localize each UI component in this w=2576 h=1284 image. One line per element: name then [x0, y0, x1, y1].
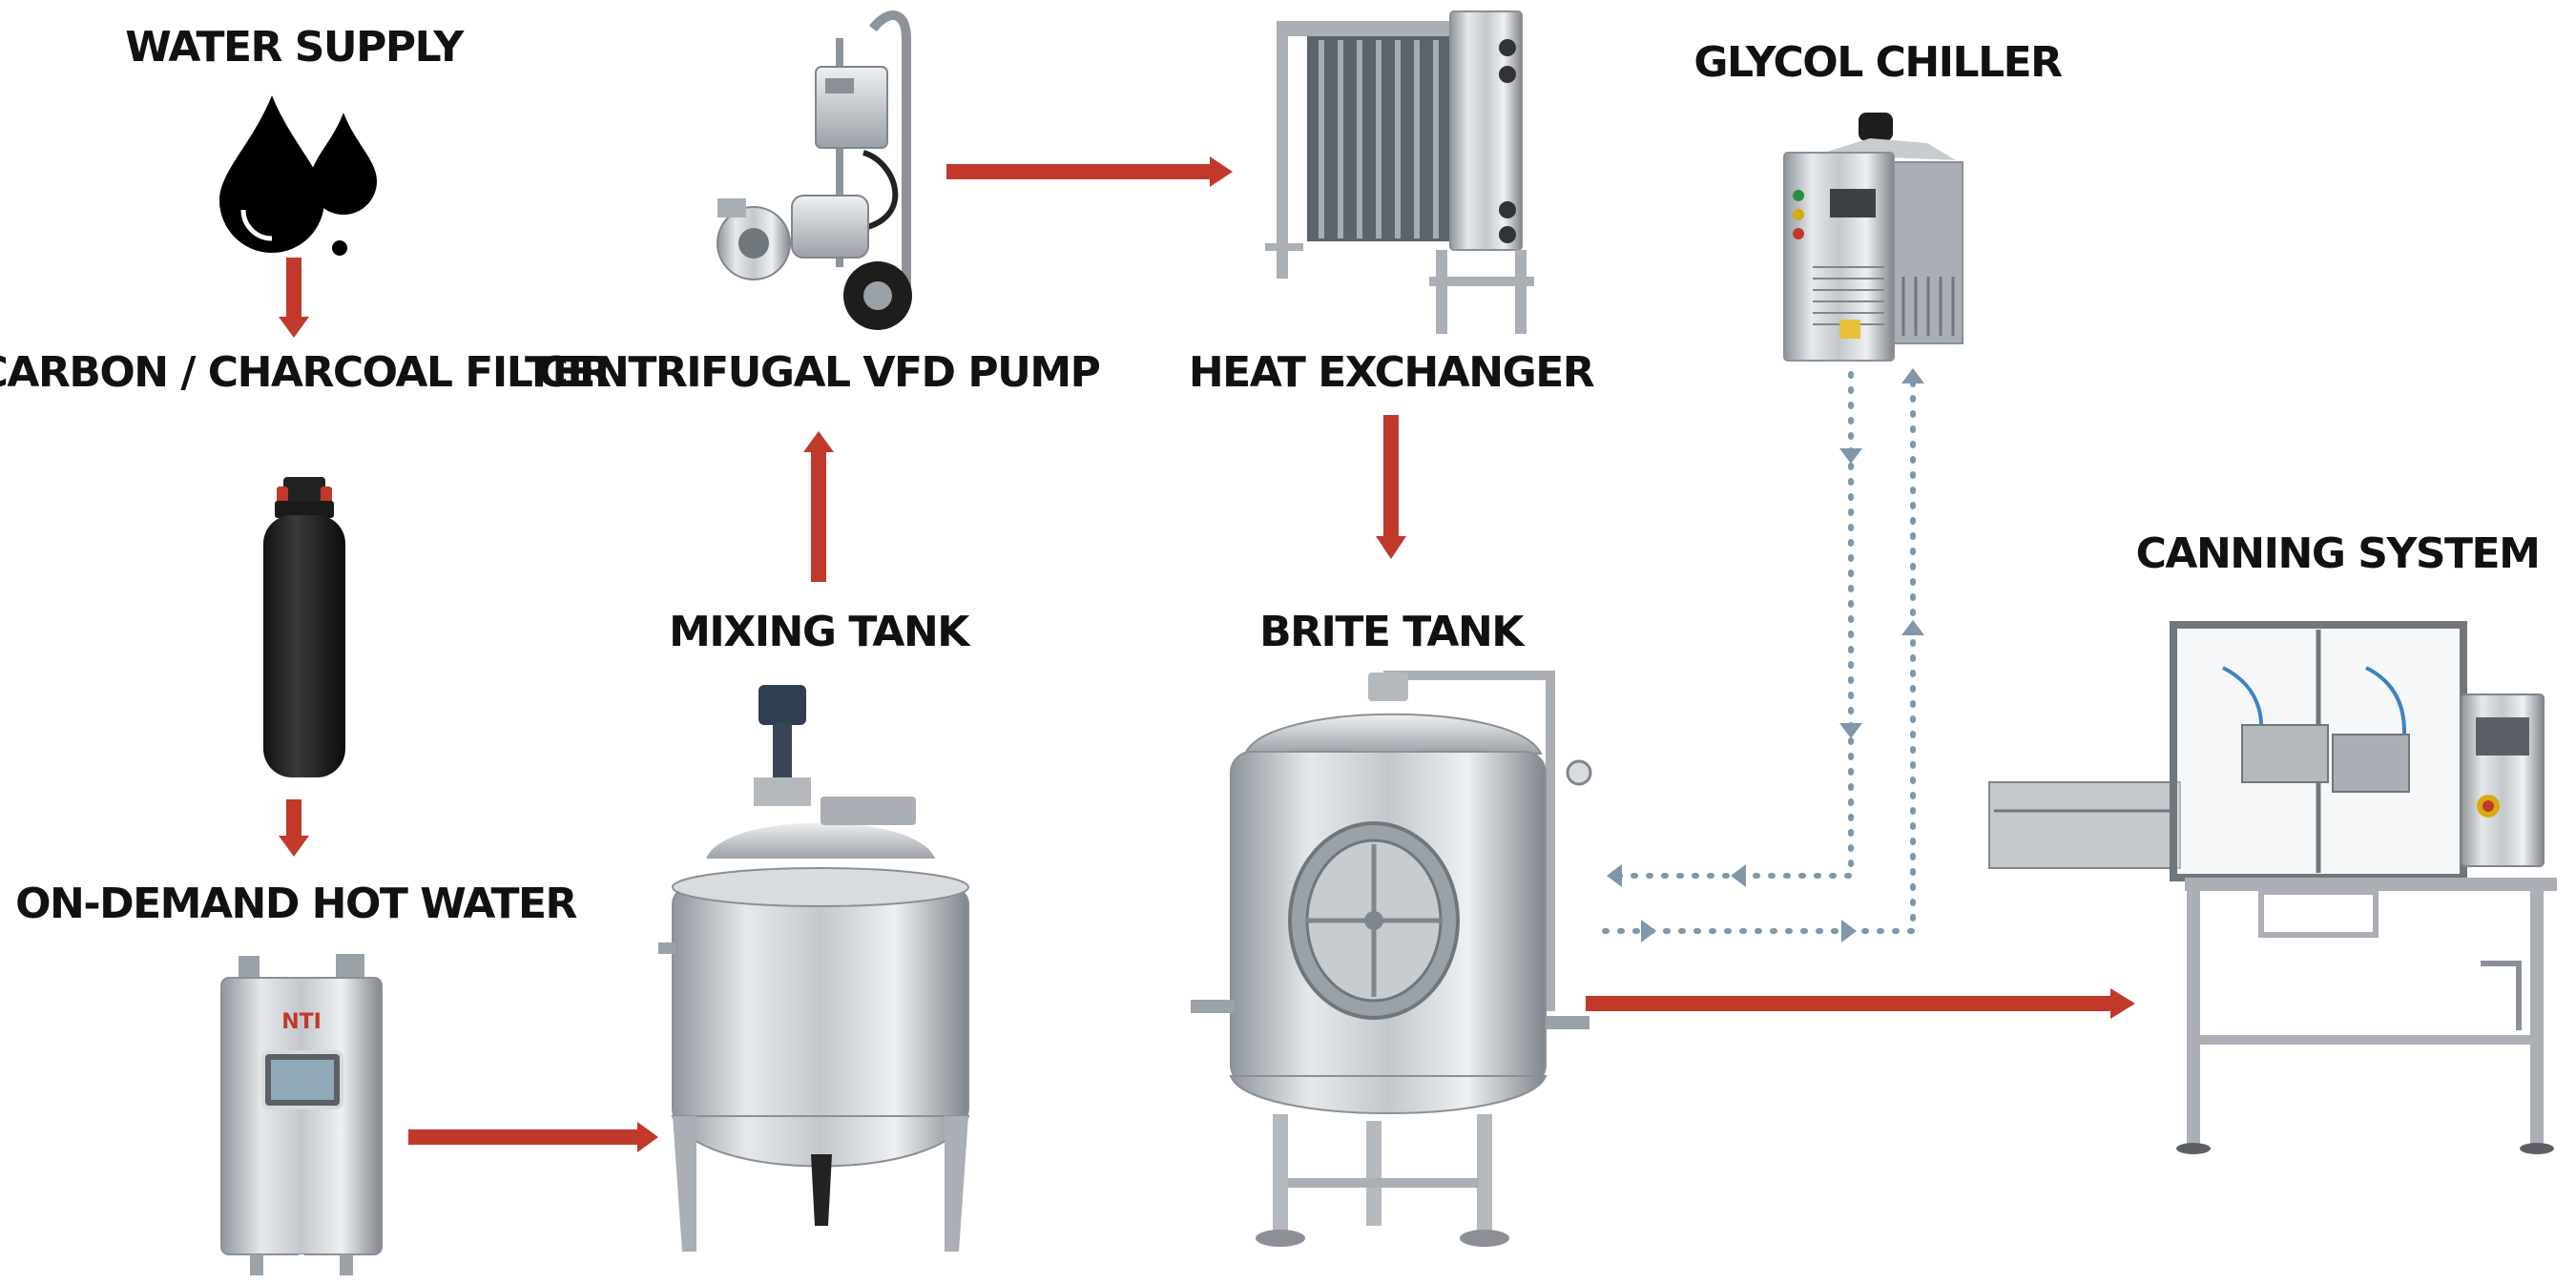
- plate-heat-exchanger-icon: [1265, 11, 1534, 334]
- pump-cart-icon: [717, 15, 912, 330]
- brite-tank-icon: [1191, 673, 1590, 1247]
- arrow-filter-to-heater: [279, 799, 309, 857]
- canning-machine-icon: [1989, 625, 2557, 1154]
- label-pump: CENTRIFUGAL VFD PUMP: [538, 348, 1100, 397]
- glycol-supply-line: [1605, 374, 1862, 887]
- label-canning-system: CANNING SYSTEM: [2136, 529, 2540, 578]
- arrow-heater-to-mixing-tank: [408, 1122, 658, 1152]
- arrow-pump-to-heat-exchanger: [946, 156, 1233, 187]
- glycol-return-line: [1605, 368, 1924, 942]
- heater-brand: NTI: [281, 1010, 322, 1034]
- arrow-heat-exchanger-to-brite-tank: [1376, 415, 1406, 559]
- label-glycol-chiller: GLYCOL CHILLER: [1693, 38, 2062, 87]
- label-water-supply: WATER SUPPLY: [125, 23, 465, 72]
- filter-tank-icon: [263, 477, 345, 777]
- water-heater-icon: NTI: [221, 954, 382, 1276]
- mixing-tank-icon: [658, 685, 968, 1252]
- water-drops-icon: [219, 95, 377, 256]
- chiller-icon: [1784, 113, 1963, 361]
- arrow-mixing-tank-to-pump: [803, 431, 834, 582]
- label-heat-exchanger: HEAT EXCHANGER: [1189, 348, 1594, 397]
- arrow-brite-tank-to-canning: [1586, 988, 2135, 1019]
- label-hot-water: ON-DEMAND HOT WATER: [15, 880, 576, 928]
- label-brite-tank: BRITE TANK: [1259, 608, 1526, 656]
- arrow-water-to-filter: [279, 258, 309, 338]
- label-carbon-filter: CARBON / CHARCOAL FILTER: [0, 348, 611, 397]
- label-mixing-tank: MIXING TANK: [669, 608, 971, 656]
